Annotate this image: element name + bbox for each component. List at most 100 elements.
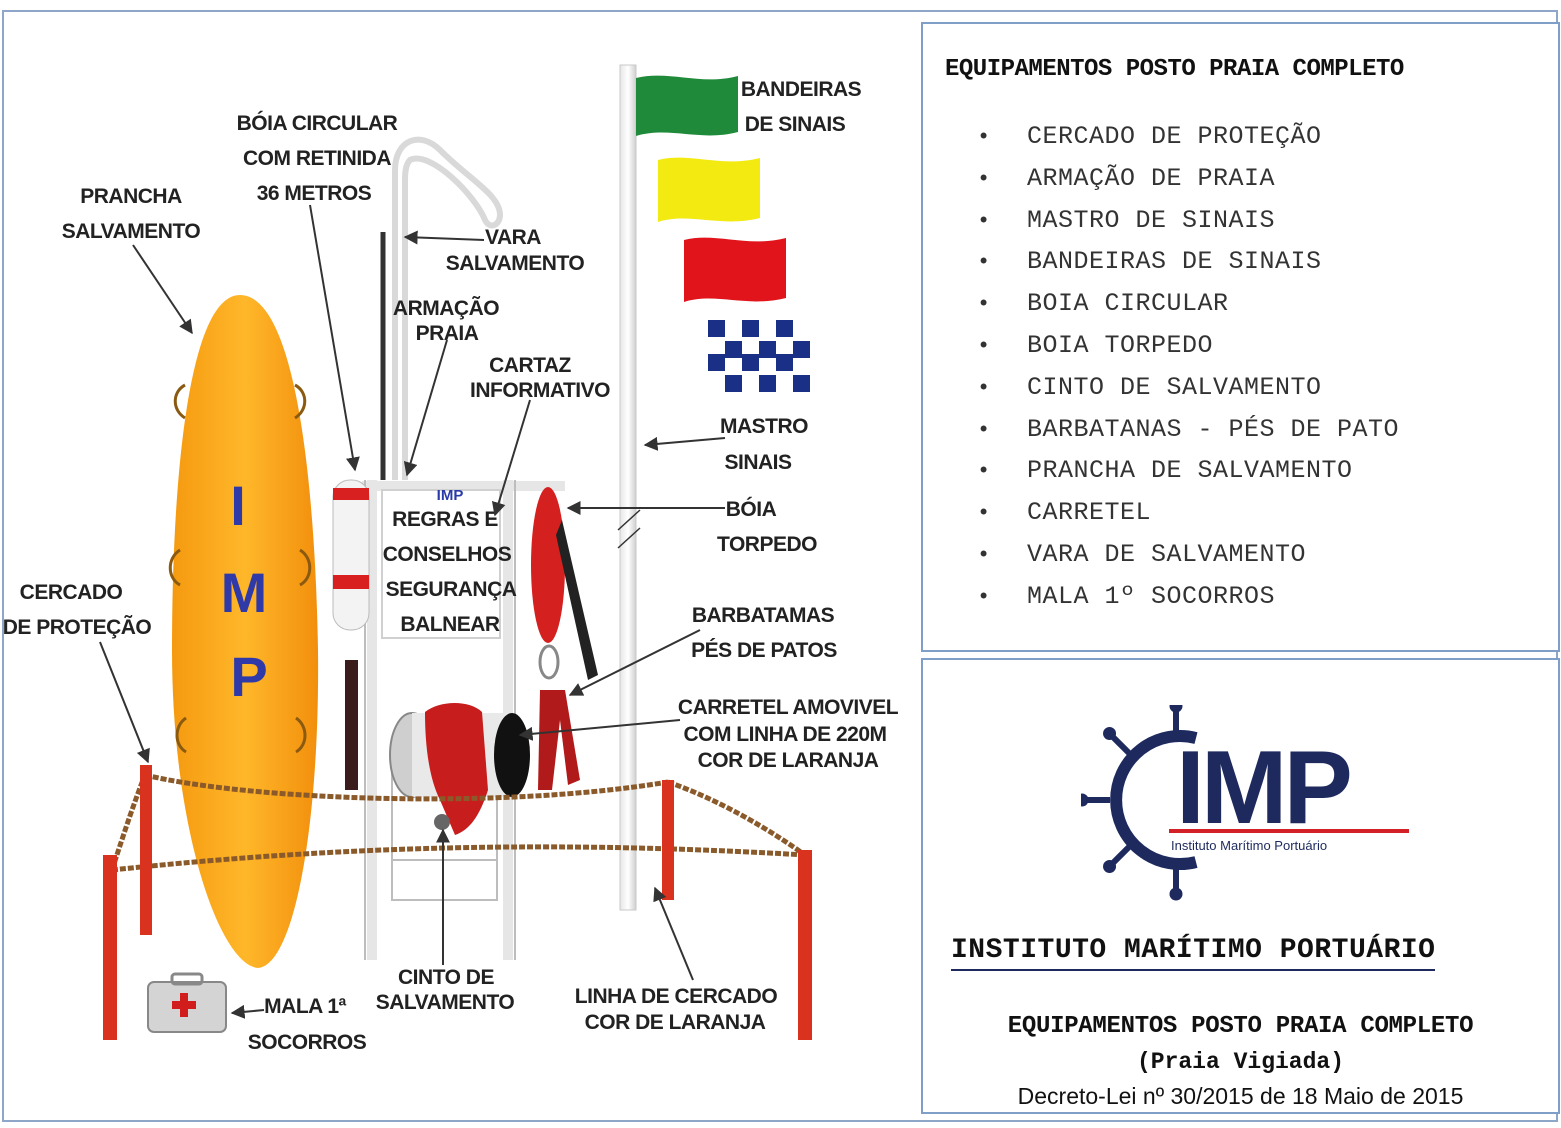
bullet-icon: • [977,208,991,234]
sign-line-1: REGRAS E [392,508,498,531]
signal-mast [619,64,637,911]
label-prancha-2: SALVAMENTO [62,220,201,243]
logo-underline [1169,829,1409,833]
ship-wheel-icon [1081,705,1198,901]
label-cartaz-2: INFORMATIVO [470,379,610,402]
first-aid-kit [147,972,227,1033]
label-carretel-3: COR DE LARANJA [698,749,879,772]
equipment-list-item: • BOIA CIRCULAR [977,283,1399,325]
sign-line-3: SEGURANÇA [386,578,517,601]
institute-title: EQUIPAMENTOS POSTO PRAIA COMPLETO [1007,1013,1474,1040]
label-cinto-2: SALVAMENTO [376,991,515,1014]
bullet-icon: • [977,125,991,150]
bullet-icon: • [977,333,991,359]
label-carretel-2: COM LINHA DE 220M [683,723,886,746]
bullet-icon: • [977,166,991,192]
label-cartaz-1: CARTAZ [489,354,571,377]
logo-text: IMP [1176,730,1350,846]
label-vara-2: SALVAMENTO [446,252,585,275]
label-vara-1: VARA [485,226,541,249]
label-bandeiras-1: BANDEIRAS [741,78,862,101]
equipment-list-panel: EQUIPAMENTOS POSTO PRAIA COMPLETO • CERCA… [921,22,1560,652]
bullet-icon: • [977,417,991,443]
equipment-item-label: MALA 1º SOCORROS [1027,581,1276,611]
bullet-icon: • [977,375,991,401]
torpedo-buoy [531,487,598,680]
label-cinto-1: CINTO DE [398,966,494,989]
equipment-list-item: • CERCADO DE PROTEÇÃO [977,116,1399,158]
equipment-list-item: • CINTO DE SALVAMENTO [977,367,1399,409]
ring-buoy [332,479,370,790]
equipment-item-label: BOIA CIRCULAR [1027,289,1229,319]
equipment-list: • CERCADO DE PROTEÇÃO • ARMAÇÃO DE PRAIA • MA… [977,116,1399,618]
flag-checkered [708,320,810,392]
equipment-item-label: CINTO DE SALVAMENTO [1027,372,1322,402]
equipment-item-label: CERCADO DE PROTEÇÃO [1027,122,1322,151]
bullet-icon: • [977,501,991,527]
institute-panel: IMP Instituto Marítimo Portuário INSTITU… [921,658,1560,1114]
equipment-list-item: • PRANCHA DE SALVAMENTO [977,450,1399,492]
decree-text: Decreto-Lei nº 30/2015 de 18 Maio de 201… [1017,1083,1464,1109]
sign-brand: IMP [437,487,464,504]
label-mala-2: SOCORROS [248,1031,367,1054]
label-cercado-1: CERCADO [20,581,123,604]
label-armacao-2: PRAIA [416,322,479,345]
label-mastro-1: MASTRO [720,415,808,438]
bullet-icon: • [977,250,991,276]
flag-red [684,237,786,302]
label-barbatanas-1: BARBATAMAS [692,604,835,627]
label-linha-2: COR DE LARANJA [585,1011,766,1034]
institute-name: INSTITUTO MARÍTIMO PORTUÁRIO [951,935,1436,971]
rescue-pole [392,136,504,480]
imp-logo: IMP Instituto Marítimo Portuário [1081,705,1409,901]
equipment-item-label: ARMAÇÃO DE PRAIA [1027,163,1276,193]
equipment-list-item: • BOIA TORPEDO [977,325,1399,367]
equipment-item-label: VARA DE SALVAMENTO [1027,539,1307,569]
bullet-icon: • [977,542,991,568]
fins [538,690,580,790]
label-barbatanas-2: PÉS DE PATOS [691,639,837,662]
label-boia-torpedo-2: TORPEDO [717,533,817,556]
label-armacao-1: ARMAÇÃO [393,297,499,320]
label-boia-circular-2: COM RETINIDA [243,147,391,170]
equipment-list-item: • CARRETEL [977,492,1399,534]
beach-post-illustration: IMP REGRAS E CONSELHOS SEGURANÇA BALNEAR [3,64,899,1054]
institute-subtitle: (Praia Vigiada) [1136,1049,1345,1075]
label-carretel-1: CARRETEL AMOVIVEL [678,696,899,719]
equipment-list-item: • MASTRO DE SINAIS [977,200,1399,242]
equipment-list-item: • MALA 1º SOCORROS [977,576,1399,618]
bullet-icon: • [977,584,991,610]
equipment-list-item: • ARMAÇÃO DE PRAIA [977,158,1399,200]
bullet-icon: • [977,292,991,318]
label-boia-circular-1: BÓIA CIRCULAR [237,111,398,135]
label-linha-1: LINHA DE CERCADO [575,985,778,1008]
board-letter-p: P [230,645,267,708]
equipment-item-label: CARRETEL [1027,498,1152,528]
rescue-board [168,295,319,968]
board-letter-m: M [221,561,268,624]
equipment-item-label: PRANCHA DE SALVAMENTO [1027,456,1353,486]
label-boia-circular-3: 36 METROS [257,182,372,205]
sign-line-4: BALNEAR [400,613,499,636]
label-mastro-2: SINAIS [724,451,792,474]
equipment-item-label: BARBATANAS - PÉS DE PATO [1027,414,1400,444]
bullet-icon: • [977,459,991,485]
label-prancha-1: PRANCHA [80,185,182,208]
equipment-list-item: • BANDEIRAS DE SINAIS [977,241,1399,283]
label-mala-1: MALA 1ª [264,995,346,1018]
logo-subtitle: Instituto Marítimo Portuário [1171,838,1327,853]
equipment-list-item: • VARA DE SALVAMENTO [977,534,1399,576]
equipment-item-label: BANDEIRAS DE SINAIS [1027,247,1322,277]
label-cercado-2: DE PROTEÇÃO [3,616,152,639]
sign-line-2: CONSELHOS [383,543,512,566]
equipment-item-label: BOIA TORPEDO [1027,330,1214,360]
info-sign [381,489,501,639]
flag-yellow [658,157,760,222]
equipment-list-title: EQUIPAMENTOS POSTO PRAIA COMPLETO [945,56,1404,83]
board-letter-i: I [230,474,246,537]
equipment-item-label: MASTRO DE SINAIS [1027,205,1276,235]
equipment-list-item: • BARBATANAS - PÉS DE PATO [977,409,1399,451]
label-boia-torpedo-1: BÓIA [726,497,777,521]
protection-fence [103,765,812,1040]
label-bandeiras-2: DE SINAIS [745,113,846,136]
